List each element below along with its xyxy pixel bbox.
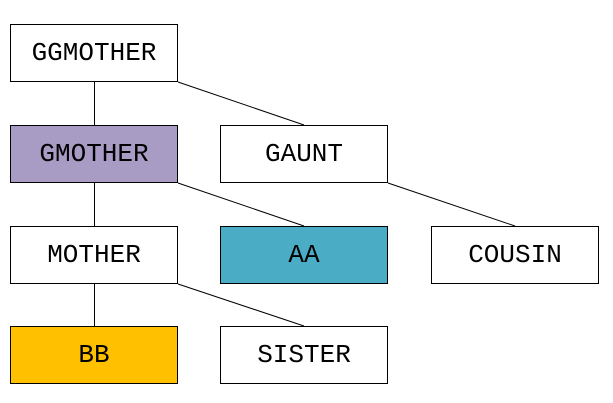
edge-gaunt-cousin [387, 182, 516, 227]
node-label-aa: AA [288, 240, 320, 270]
node-sister: SISTER [220, 326, 388, 384]
edge-gmother-aa [177, 182, 305, 227]
node-label-gaunt: GAUNT [264, 139, 343, 169]
node-cousin: COUSIN [431, 226, 599, 284]
node-mother: MOTHER [10, 226, 178, 284]
node-gaunt: GAUNT [220, 125, 388, 183]
edge-mother-sister [177, 283, 305, 327]
node-label-gmother: GMOTHER [39, 139, 149, 169]
node-gmother: GMOTHER [10, 125, 178, 183]
edge-ggmother-gaunt [177, 81, 305, 126]
node-bb: BB [10, 326, 178, 384]
node-label-mother: MOTHER [47, 240, 141, 270]
node-label-cousin: COUSIN [468, 240, 562, 270]
node-label-bb: BB [78, 340, 110, 370]
node-label-sister: SISTER [257, 340, 351, 370]
node-label-ggmother: GGMOTHER [31, 38, 157, 68]
node-ggmother: GGMOTHER [10, 24, 178, 82]
node-aa: AA [220, 226, 388, 284]
